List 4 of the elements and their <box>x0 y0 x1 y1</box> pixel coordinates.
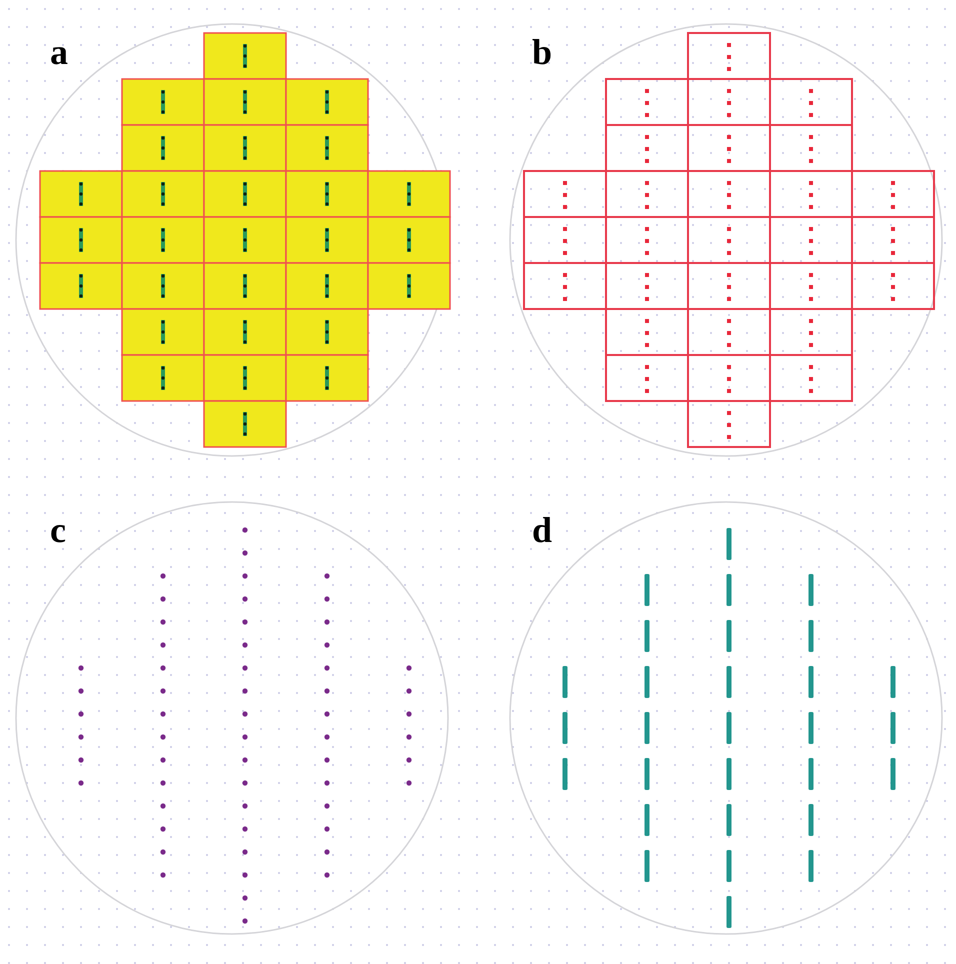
panel-label: c <box>50 512 66 548</box>
panel-label: d <box>532 512 552 548</box>
panel-label: b <box>532 34 552 70</box>
panel-label: a <box>50 34 68 70</box>
